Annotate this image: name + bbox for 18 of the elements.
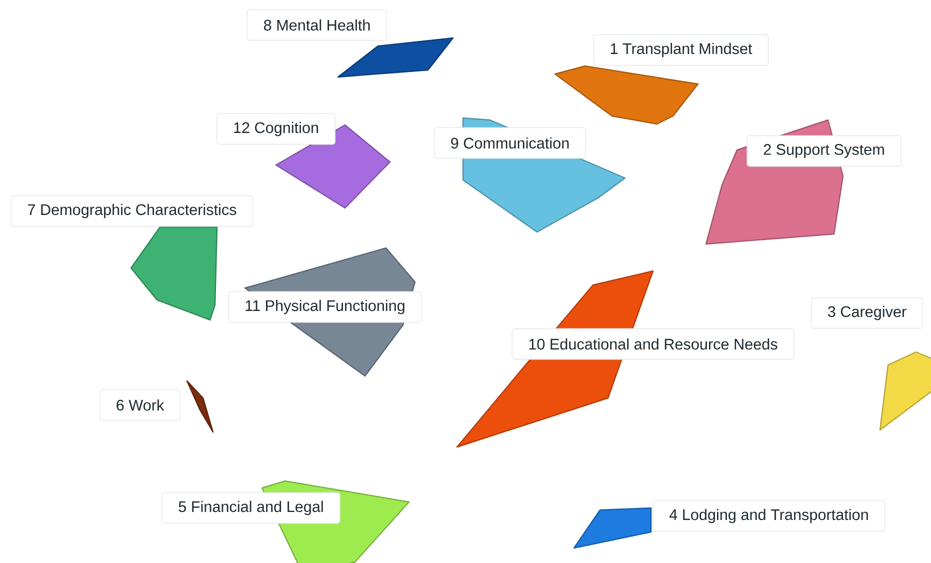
cluster-polygon (554, 65, 699, 125)
cluster-label: 7 Demographic Characteristics (10, 195, 254, 227)
cluster-polygon (879, 351, 931, 431)
cluster-polygon (186, 380, 214, 433)
cluster-label: 4 Lodging and Transportation (652, 500, 886, 532)
cluster-label: 3 Caregiver (810, 297, 924, 329)
cluster-label: 5 Financial and Legal (162, 492, 340, 524)
cluster-label: 12 Cognition (216, 113, 336, 145)
cluster-label: 8 Mental Health (246, 9, 388, 41)
cluster-polygon (573, 507, 652, 549)
cluster-label: 10 Educational and Resource Needs (512, 328, 794, 360)
cluster-label: 6 Work (99, 389, 181, 421)
cluster-polygon (130, 226, 218, 321)
cluster-label: 2 Support System (746, 135, 902, 167)
cluster-label: 11 Physical Functioning (228, 291, 422, 323)
cluster-label: 1 Transplant Mindset (593, 34, 769, 66)
cluster-label: 9 Communication (434, 127, 586, 159)
cluster-polygon (337, 37, 454, 78)
